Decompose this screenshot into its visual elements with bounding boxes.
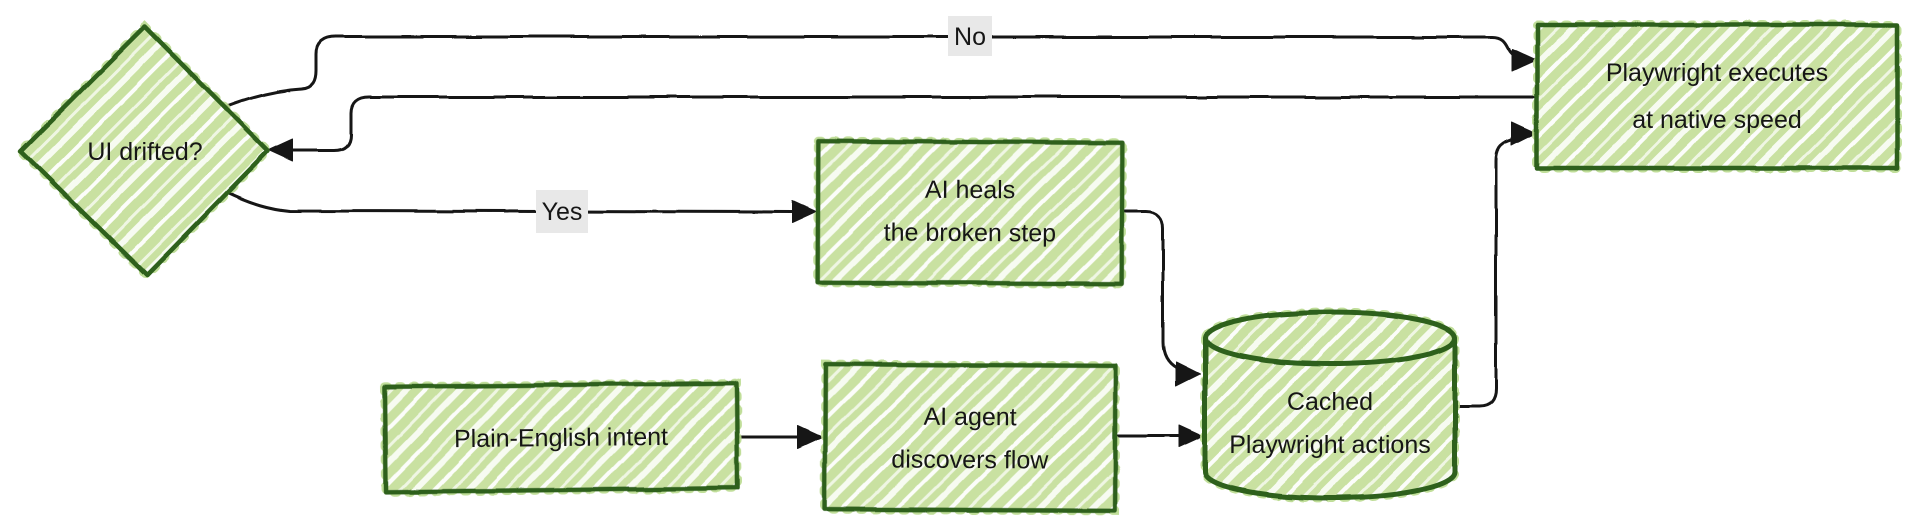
edge-cache-to-executes xyxy=(1454,121,1537,409)
edge-heals-to-cache xyxy=(1121,210,1201,387)
nodes-layer: UI drifted? Playwright executes at nativ… xyxy=(14,20,1902,516)
edge-labels-layer: No Yes xyxy=(536,16,992,233)
node-cached-actions: Cached Playwright actions xyxy=(1200,307,1460,503)
playwright-executes-label-line1: Playwright executes xyxy=(1606,59,1828,87)
ai-agent-label-line1: AI agent xyxy=(923,403,1016,432)
edge-yes-path xyxy=(225,190,794,214)
edge-heals-to-cache-path xyxy=(1121,210,1179,370)
edge-agent-to-cache xyxy=(1113,424,1204,448)
cached-actions-label-line1: Cached xyxy=(1287,388,1373,416)
yes-label-text: Yes xyxy=(542,198,583,226)
edge-cache-to-executes-path xyxy=(1454,133,1525,409)
ai-heals-label-line1: AI heals xyxy=(925,176,1015,204)
playwright-executes-label-line2: at native speed xyxy=(1632,106,1802,134)
edge-label-yes: Yes xyxy=(536,190,588,233)
arrowhead-into-cache-upper xyxy=(1175,361,1201,387)
ai-heals-label-line2: the broken step xyxy=(884,219,1056,248)
arrowhead-into-playwright-executes-bottom xyxy=(1511,121,1537,146)
ai-agent-shape xyxy=(820,359,1120,516)
yes-label-background xyxy=(536,190,588,233)
ui-drifted-shape xyxy=(14,20,275,282)
node-plain-english-intent: Plain-English intent xyxy=(379,378,743,497)
ai-agent-label-line2: discovers flow xyxy=(891,446,1049,475)
edge-loop-path xyxy=(291,95,1539,152)
plain-english-intent-label: Plain-English intent xyxy=(454,423,668,453)
arrowhead-into-cache-lower xyxy=(1178,424,1204,448)
ui-drifted-label: UI drifted? xyxy=(87,138,202,166)
edge-loop-back xyxy=(268,95,1539,162)
arrowhead-into-ai-agent xyxy=(797,425,823,449)
edges-layer xyxy=(225,35,1539,449)
edge-no-branch xyxy=(226,35,1537,108)
edge-no-path xyxy=(226,35,1522,108)
edge-yes-branch xyxy=(225,190,817,224)
arrowhead-into-ai-heals xyxy=(791,200,817,224)
no-label-text: No xyxy=(954,23,986,51)
node-ai-heals: AI heals the broken step xyxy=(813,136,1127,289)
arrowhead-into-ui-drifted xyxy=(268,138,294,162)
cached-actions-shape xyxy=(1200,307,1460,503)
arrowhead-into-playwright-executes-top xyxy=(1511,48,1537,72)
ai-heals-shape xyxy=(813,136,1127,289)
node-playwright-executes: Playwright executes at native speed xyxy=(1532,20,1902,173)
no-label-background xyxy=(948,16,992,56)
node-ai-agent: AI agent discovers flow xyxy=(820,359,1120,516)
edge-label-no: No xyxy=(948,16,992,56)
cached-actions-label-line2: Playwright actions xyxy=(1229,431,1430,459)
plain-english-intent-shape xyxy=(379,378,743,497)
edge-intent-to-agent xyxy=(735,425,823,449)
node-ui-drifted: UI drifted? xyxy=(14,20,275,282)
playwright-executes-shape xyxy=(1532,20,1902,173)
